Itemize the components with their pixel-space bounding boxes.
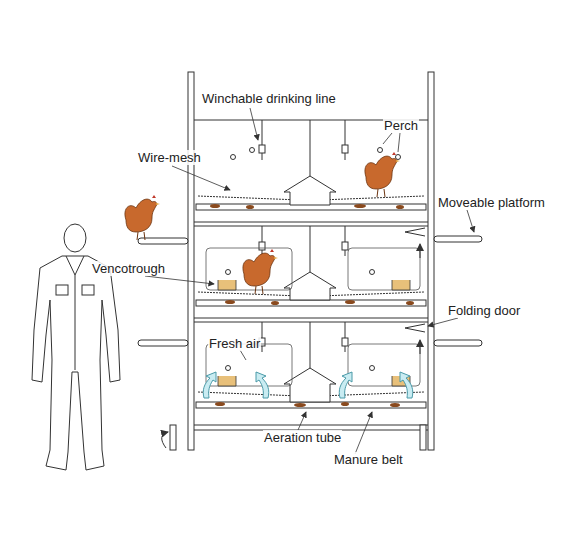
part-label: Vencotrough	[91, 261, 166, 276]
part-label: Aeration tube	[263, 430, 342, 445]
part-label: Folding door	[447, 303, 521, 318]
part-label: Wire-mesh	[137, 150, 202, 165]
part-label: Moveable platform	[437, 195, 546, 210]
part-label: Winchable drinking line	[201, 91, 337, 106]
part-label: Perch	[383, 118, 419, 133]
part-label: Manure belt	[333, 452, 404, 467]
part-label: Fresh air	[208, 336, 261, 351]
